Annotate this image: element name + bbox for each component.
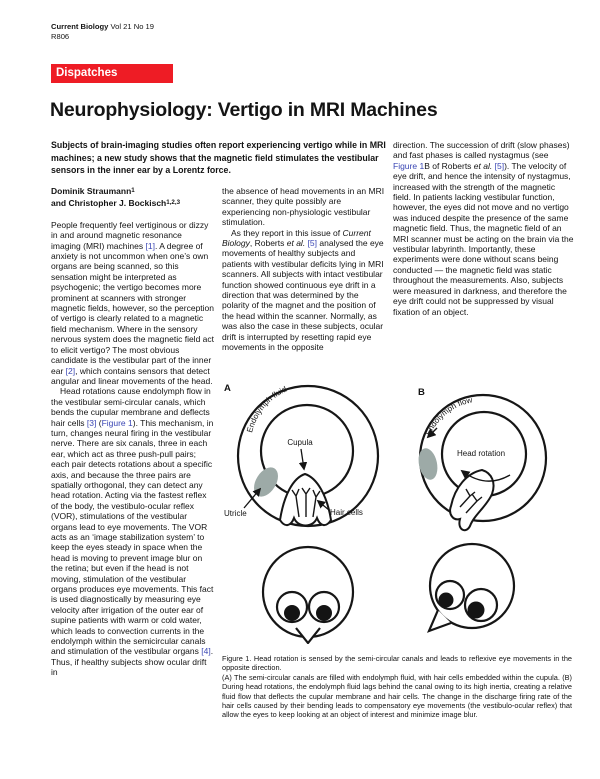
text-segment: Current Biology <box>51 22 111 31</box>
hair-cells-label: Hair cells <box>330 508 363 517</box>
cupula-label: Cupula <box>287 438 313 447</box>
hair-cell <box>465 493 483 514</box>
utricle-arrow <box>243 487 262 509</box>
figure-caption-title: Figure 1. Head rotation is sensed by the… <box>222 654 572 673</box>
text-segment: B of Roberts <box>424 160 474 171</box>
pupil <box>316 605 332 621</box>
hair-cell <box>459 488 476 508</box>
authors-block: Dominik Straumann1 and Christopher J. Bo… <box>51 186 214 211</box>
citation-link[interactable]: [5] <box>307 238 318 249</box>
cupula-arrow <box>298 448 308 471</box>
citation-link[interactable]: Figure 1 <box>393 160 425 171</box>
utricle-blob-b <box>418 448 438 480</box>
figure-1: A Endolymph fluid Cupula Utricle Hair ce… <box>222 379 572 720</box>
head-top-view-a <box>261 545 355 639</box>
hair-cell <box>291 488 300 518</box>
page-number: R806 <box>51 31 70 41</box>
figure-1-illustration: A Endolymph fluid Cupula Utricle Hair ce… <box>224 383 548 645</box>
figure-caption: Figure 1. Head rotation is sensed by the… <box>222 654 572 720</box>
text-segment: ( <box>96 417 102 428</box>
journal-issue-line: Current Biology Vol 21 No 19 <box>51 22 154 32</box>
pupil <box>467 601 485 619</box>
pupil <box>284 605 300 621</box>
utricle-label: Utricle <box>224 509 247 518</box>
hair-cell <box>312 489 321 518</box>
author-line-2: and Christopher J. Bockisch1,2,3 <box>51 198 214 210</box>
citation-link[interactable]: [4] <box>201 646 211 657</box>
paragraph: People frequently feel vertiginous or di… <box>51 220 214 387</box>
text-segment: . A degree of anxiety is not uncommon wh… <box>51 240 215 376</box>
text-segment: 1,2,3 <box>166 198 181 206</box>
text-segment: Head rotations cause endolymph flow in t… <box>51 386 211 428</box>
text-segment: Vol 21 No 19 <box>110 22 155 31</box>
pupil <box>438 592 454 608</box>
hair-cells-arrow <box>316 499 330 511</box>
panel-b-label: B <box>418 387 425 398</box>
dispatches-banner: Dispatches <box>51 64 173 83</box>
article-abstract: Subjects of brain-imaging studies often … <box>51 140 386 176</box>
citation-link[interactable]: [3] <box>86 417 97 428</box>
endolymph-flow-arrow <box>426 427 438 439</box>
page-header: Current Biology Vol 21 No 19 R806 <box>51 22 154 41</box>
text-segment: As they report in this issue of <box>231 227 343 238</box>
paragraph: direction. The succession of drift (slow… <box>393 140 574 317</box>
panel-a-label: A <box>224 383 231 394</box>
head-rotation-label: Head rotation <box>457 449 505 458</box>
nose-a <box>295 627 321 645</box>
paragraph: the absence of head movements in an MRI … <box>222 186 385 228</box>
text-segment: analysed the eye movements of healthy su… <box>222 238 384 353</box>
figure-caption-body: (A) The semi-circular canals are filled … <box>222 672 572 720</box>
text-segment: 1 <box>131 186 135 194</box>
nose-b <box>426 609 452 633</box>
text-segment: and Christopher J. Bockisch <box>51 198 167 209</box>
text-segment: ). This mechanism, in turn, changes neur… <box>51 417 214 657</box>
head-rotation-arrow <box>460 469 511 482</box>
text-segment: Current Biology <box>222 227 371 249</box>
text-segment: . Thus, if healthy subjects show ocular … <box>51 646 214 678</box>
text-segment: People frequently feel vertiginous or di… <box>51 219 209 251</box>
text-segment: Dominik Straumann <box>51 186 132 196</box>
citation-link[interactable]: Figure 1 <box>101 417 133 428</box>
paragraph: Head rotations cause endolymph flow in t… <box>51 386 214 677</box>
cupula-membrane-deflected-b <box>449 468 495 532</box>
text-segment: , which contains sensors that detect ang… <box>51 365 213 386</box>
citation-link[interactable]: [2] <box>65 365 76 376</box>
article-title: Neurophysiology: Vertigo in MRI Machines <box>50 99 438 121</box>
text-column-middle: the absence of head movements in an MRI … <box>222 186 385 353</box>
author-line-1: Dominik Straumann1 <box>51 186 214 198</box>
text-segment: , Roberts <box>249 238 287 249</box>
text-segment: et al. <box>473 160 493 171</box>
text-segment: direction. The succession of drift (slow… <box>393 140 570 161</box>
citation-link[interactable]: [1] <box>145 240 155 251</box>
text-segment: ). The velocity of eye drift, and hence … <box>393 160 574 317</box>
citation-link[interactable]: [5] <box>494 160 505 171</box>
hair-cell <box>301 487 311 517</box>
text-segment: et al. <box>286 238 306 249</box>
text-column-left: Dominik Straumann1 and Christopher J. Bo… <box>51 186 214 678</box>
text-segment: the absence of head movements in an MRI … <box>222 186 385 228</box>
text-column-right: direction. The succession of drift (slow… <box>393 140 574 317</box>
paragraph: As they report in this issue of Current … <box>222 228 385 353</box>
